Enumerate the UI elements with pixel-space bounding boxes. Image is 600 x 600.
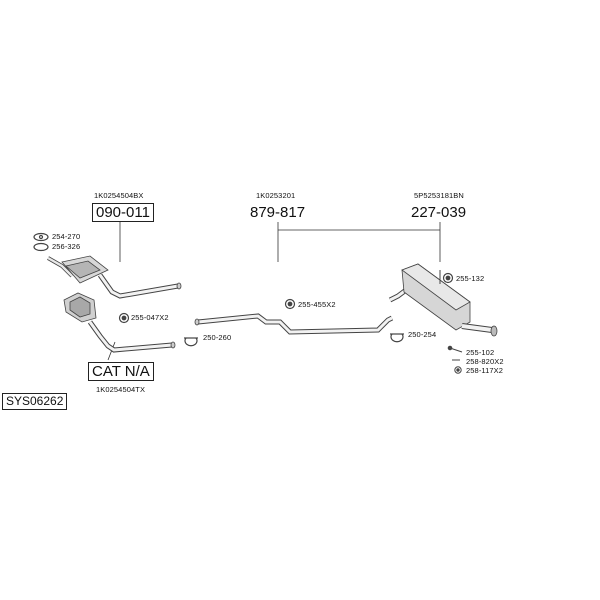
part-ref-227-039: 5P5253181BN: [414, 191, 464, 200]
fitting-label: 258-820X2: [466, 357, 504, 366]
bolt-icon: [447, 345, 463, 374]
gasket-icon: [33, 232, 49, 252]
part-code-cat-na[interactable]: CAT N/A: [88, 362, 154, 381]
part-code-227-039[interactable]: 227-039: [411, 204, 467, 221]
rubber-mount-icon: [118, 272, 454, 324]
part-ref-cat-na: 1K0254504TX: [96, 385, 146, 394]
fitting-label: 255-132: [456, 274, 485, 283]
rear-silencer[interactable]: [388, 263, 498, 337]
fitting-label: 250-254: [408, 330, 437, 339]
part-ref-090-011: 1K0254504BX: [94, 191, 144, 200]
part-ref-879-817: 1K0253201: [256, 191, 296, 200]
front-pipe-lower[interactable]: [63, 292, 176, 353]
fitting-label: 255-047X2: [131, 313, 169, 322]
fitting-label: 258-117X2: [466, 366, 504, 375]
fitting-label: 250-260: [203, 333, 232, 342]
middle-pipe[interactable]: [194, 313, 394, 335]
clamp-icon: [184, 333, 404, 347]
front-pipe-upper[interactable]: [47, 255, 182, 299]
fitting-label: 255-455X2: [298, 300, 336, 309]
part-code-879-817[interactable]: 879-817: [250, 204, 306, 221]
part-code-090-011[interactable]: 090-011: [92, 203, 154, 222]
fitting-label: 256-326: [52, 242, 81, 251]
system-code: SYS06262: [2, 393, 68, 410]
fitting-label: 255-102: [466, 348, 495, 357]
fitting-label: 254-270: [52, 232, 81, 241]
